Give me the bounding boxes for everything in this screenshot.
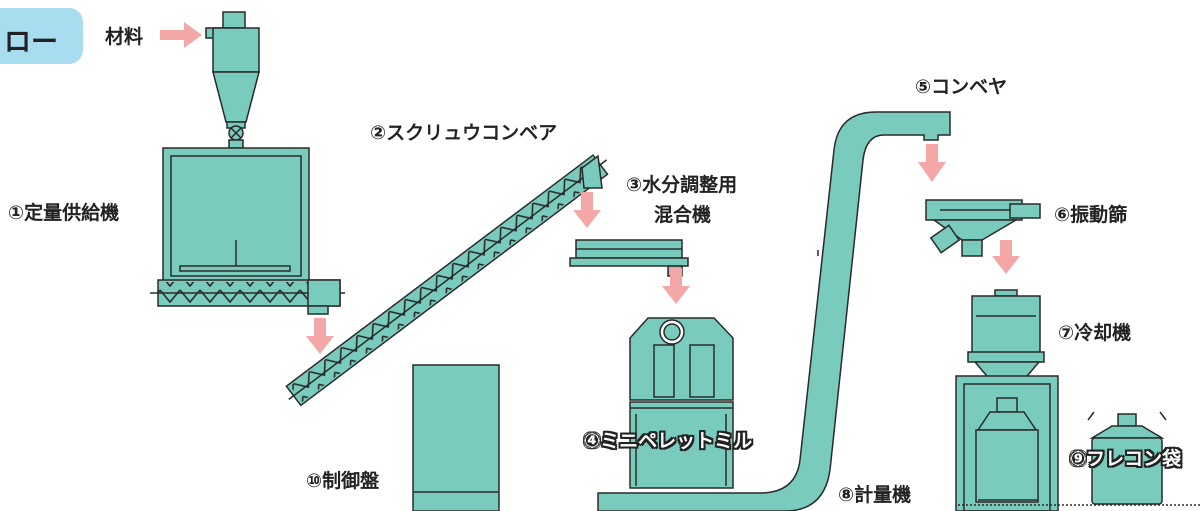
- arrow-conveyor-to-mixer: [573, 192, 601, 228]
- control-panel-cabinet: [412, 364, 500, 511]
- label-material: 材料: [105, 26, 144, 48]
- label-weigher: ⑧計量機: [838, 484, 912, 506]
- flexible-container-bag: [1087, 411, 1167, 505]
- screw-conveyor-machine: [285, 154, 609, 407]
- label-sieve: ⑥振動篩: [1054, 204, 1128, 226]
- label-pellet-mill: ④ミニペレットミル: [584, 430, 753, 452]
- arrow-mixer-to-mill: [662, 268, 690, 304]
- flow-tab: ロー: [0, 8, 83, 64]
- label-cooler: ⑦冷却機: [1058, 322, 1132, 344]
- label-screw-conveyor: ②スクリュウコンベア: [370, 122, 558, 144]
- flow-arrows: [160, 22, 1020, 354]
- label-conveyor: ⑤コンベヤ: [915, 76, 1008, 98]
- weigher-machine: [955, 375, 1059, 511]
- pellet-mill-machine: [629, 317, 734, 489]
- label-feeder: ①定量供給機: [8, 202, 120, 224]
- arrow-sieve-to-cooler: [992, 240, 1020, 274]
- label-flexible-bag: ⑨フレコン袋: [1070, 448, 1182, 470]
- vibrating-sieve-machine: [925, 199, 1041, 257]
- flow-tab-label: ロー: [4, 27, 58, 58]
- feeder-machine: [150, 147, 345, 315]
- bucket-conveyor: [597, 111, 951, 511]
- cyclone-separator: [205, 11, 260, 149]
- arrow-conveyor-to-sieve: [918, 144, 946, 182]
- label-mixer-line2: 混合機: [654, 204, 712, 226]
- label-mixer-line1: ③水分調整用: [626, 174, 738, 196]
- arrow-feeder-down: [306, 318, 334, 354]
- cooler-machine: [967, 289, 1045, 383]
- label-control-panel: ⑩制御盤: [306, 470, 380, 492]
- arrow-material-right: [160, 22, 202, 48]
- screw-conveyor-outlet: [581, 154, 603, 189]
